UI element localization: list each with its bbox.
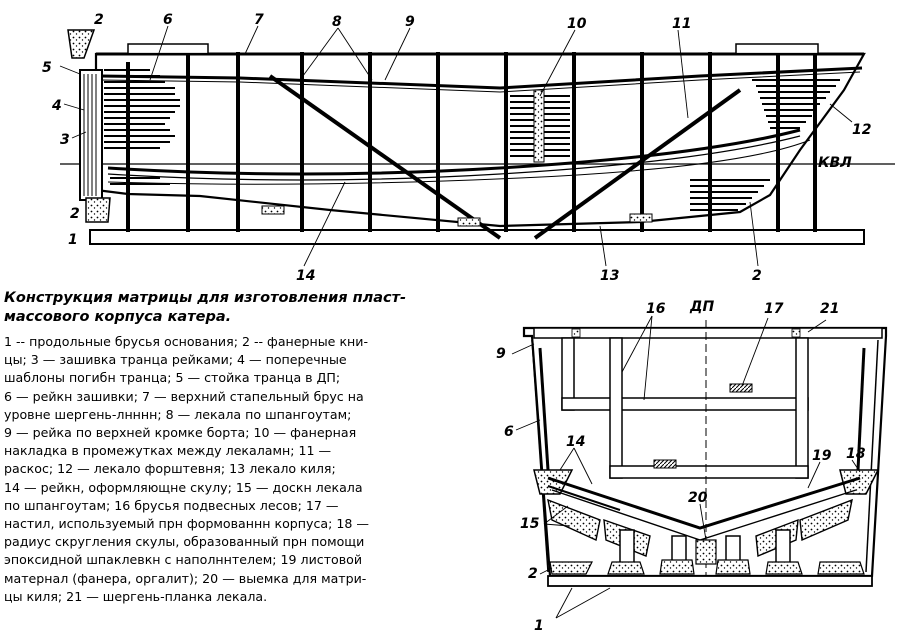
frame-boards — [547, 498, 853, 558]
label: 5 — [42, 60, 52, 76]
bow-planking — [690, 79, 840, 211]
label: 11 — [672, 16, 691, 32]
caption-line: 6 — рейкн зашивки; 7 — верхний стапельны… — [4, 388, 364, 404]
transom-frame — [79, 69, 103, 201]
label: 2 — [70, 206, 80, 222]
label: ДП — [689, 299, 714, 315]
label: 13 — [600, 268, 619, 284]
label: 19 — [812, 448, 832, 464]
caption-line: 14 — рейкн, оформляющне скулу; 15 — доск… — [4, 479, 363, 495]
top-labels: 2 6 7 8 9 10 11 5 4 3 12 КВЛ 2 1 14 13 2 — [42, 12, 871, 284]
label: 9 — [405, 14, 415, 30]
label: 10 — [567, 16, 587, 32]
caption-line: накладка в промежутках между лекаламн; 1… — [4, 443, 332, 459]
caption-line: цы киля; 21 — шергень-планка лекала. — [4, 588, 268, 604]
caption-line: шаблоны погибн транца; 5 — стойка транца… — [4, 370, 341, 386]
base-beam — [89, 229, 865, 245]
label: 20 — [688, 490, 708, 506]
label: 7 — [254, 12, 264, 28]
caption-line: раскос; 12 — лекало форштевня; 13 лекало… — [4, 461, 336, 477]
label: 2 — [528, 566, 538, 582]
caption-line: цы; 3 — зашивка транца рейками; 4 — попе… — [4, 352, 347, 368]
label: 2 — [752, 268, 762, 284]
label: 18 — [846, 446, 866, 462]
label: 16 — [646, 301, 666, 317]
label: 14 — [296, 268, 315, 284]
caption-line: по шпангоутам; 16 брусья подвесных лесов… — [4, 497, 339, 513]
caption-title-line: Конструкция матрицы для изготовления пла… — [4, 290, 407, 306]
label: 3 — [60, 132, 70, 148]
caption-line: эпоксидной шпаклевкн с наполннтелем; 19 … — [4, 552, 363, 568]
caption-title: Конструкция матрицы для изготовления пла… — [4, 289, 464, 327]
label: 21 — [820, 301, 839, 317]
caption-title-line: массового корпуса катера. — [4, 309, 232, 325]
label: КВЛ — [818, 155, 852, 171]
label: 6 — [163, 12, 173, 28]
caption-line: 1 -- продольные брусья основания; 2 -- ф… — [4, 334, 369, 349]
longitudinal-view — [59, 25, 895, 267]
label: 9 — [496, 346, 506, 362]
section-labels: 16 ДП 17 21 9 6 14 18 19 15 20 2 1 — [496, 299, 866, 633]
label: 6 — [504, 424, 514, 440]
label: 1 — [68, 232, 78, 248]
label: 14 — [566, 434, 585, 450]
caption-line: настил, используемый прн формованнн корп… — [4, 516, 369, 532]
scaffold-beams — [561, 337, 809, 479]
section-base — [547, 575, 873, 587]
label: 1 — [534, 618, 544, 633]
caption-line: 9 — рейка по верхней кромке борта; 10 — … — [4, 425, 357, 441]
caption-line: матернал (фанера, оргалит); 20 — выемка … — [4, 570, 367, 586]
label: 2 — [94, 12, 104, 28]
caption-line: уровне шергень-лнннн; 8 — лекала по шпан… — [4, 406, 352, 422]
label: 12 — [852, 122, 871, 138]
label: 17 — [764, 301, 784, 317]
label: 8 — [332, 14, 342, 30]
label: 15 — [520, 516, 540, 532]
label: 4 — [51, 98, 62, 114]
cross-section-view — [511, 315, 888, 619]
stern-planking — [104, 69, 180, 185]
caption-body: 1 -- продольные брусья основания; 2 -- ф… — [4, 333, 464, 606]
caption-line: радиус скругления скулы, образованный пр… — [4, 534, 365, 550]
sheer-rail — [99, 66, 863, 90]
